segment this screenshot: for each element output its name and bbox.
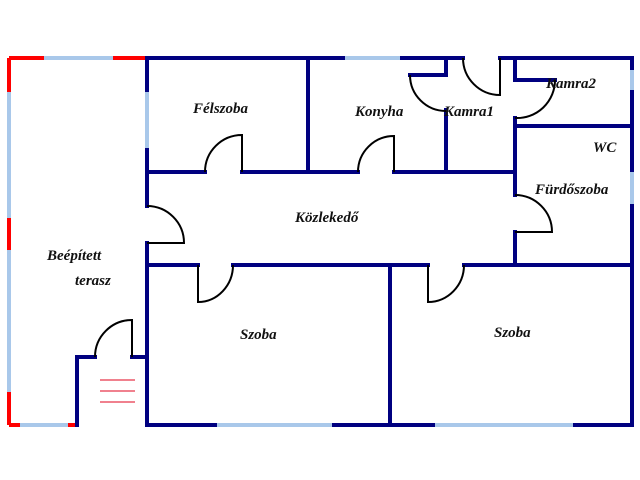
room-label-kozlekedo: Közlekedő <box>295 210 359 226</box>
terrace-outline <box>7 56 147 427</box>
stairs <box>100 379 135 403</box>
room-label-felszoba: Félszoba <box>193 101 249 117</box>
room-label-kamra1: Kamra1 <box>444 104 495 120</box>
room-label-terasz-line1: Beépített <box>47 248 102 264</box>
room-label-furdoszoba: Fürdőszoba <box>535 182 609 198</box>
doors <box>94 57 557 358</box>
room-label-wc: WC <box>593 140 617 156</box>
room-label-szoba-2: Szoba <box>494 325 531 341</box>
room-label-konyha: Konyha <box>355 104 404 120</box>
room-label-szoba-1: Szoba <box>240 327 277 343</box>
walls <box>75 56 634 427</box>
room-label-terasz-line2: terasz <box>75 273 111 289</box>
room-label-kamra2: Kamra2 <box>546 76 597 92</box>
